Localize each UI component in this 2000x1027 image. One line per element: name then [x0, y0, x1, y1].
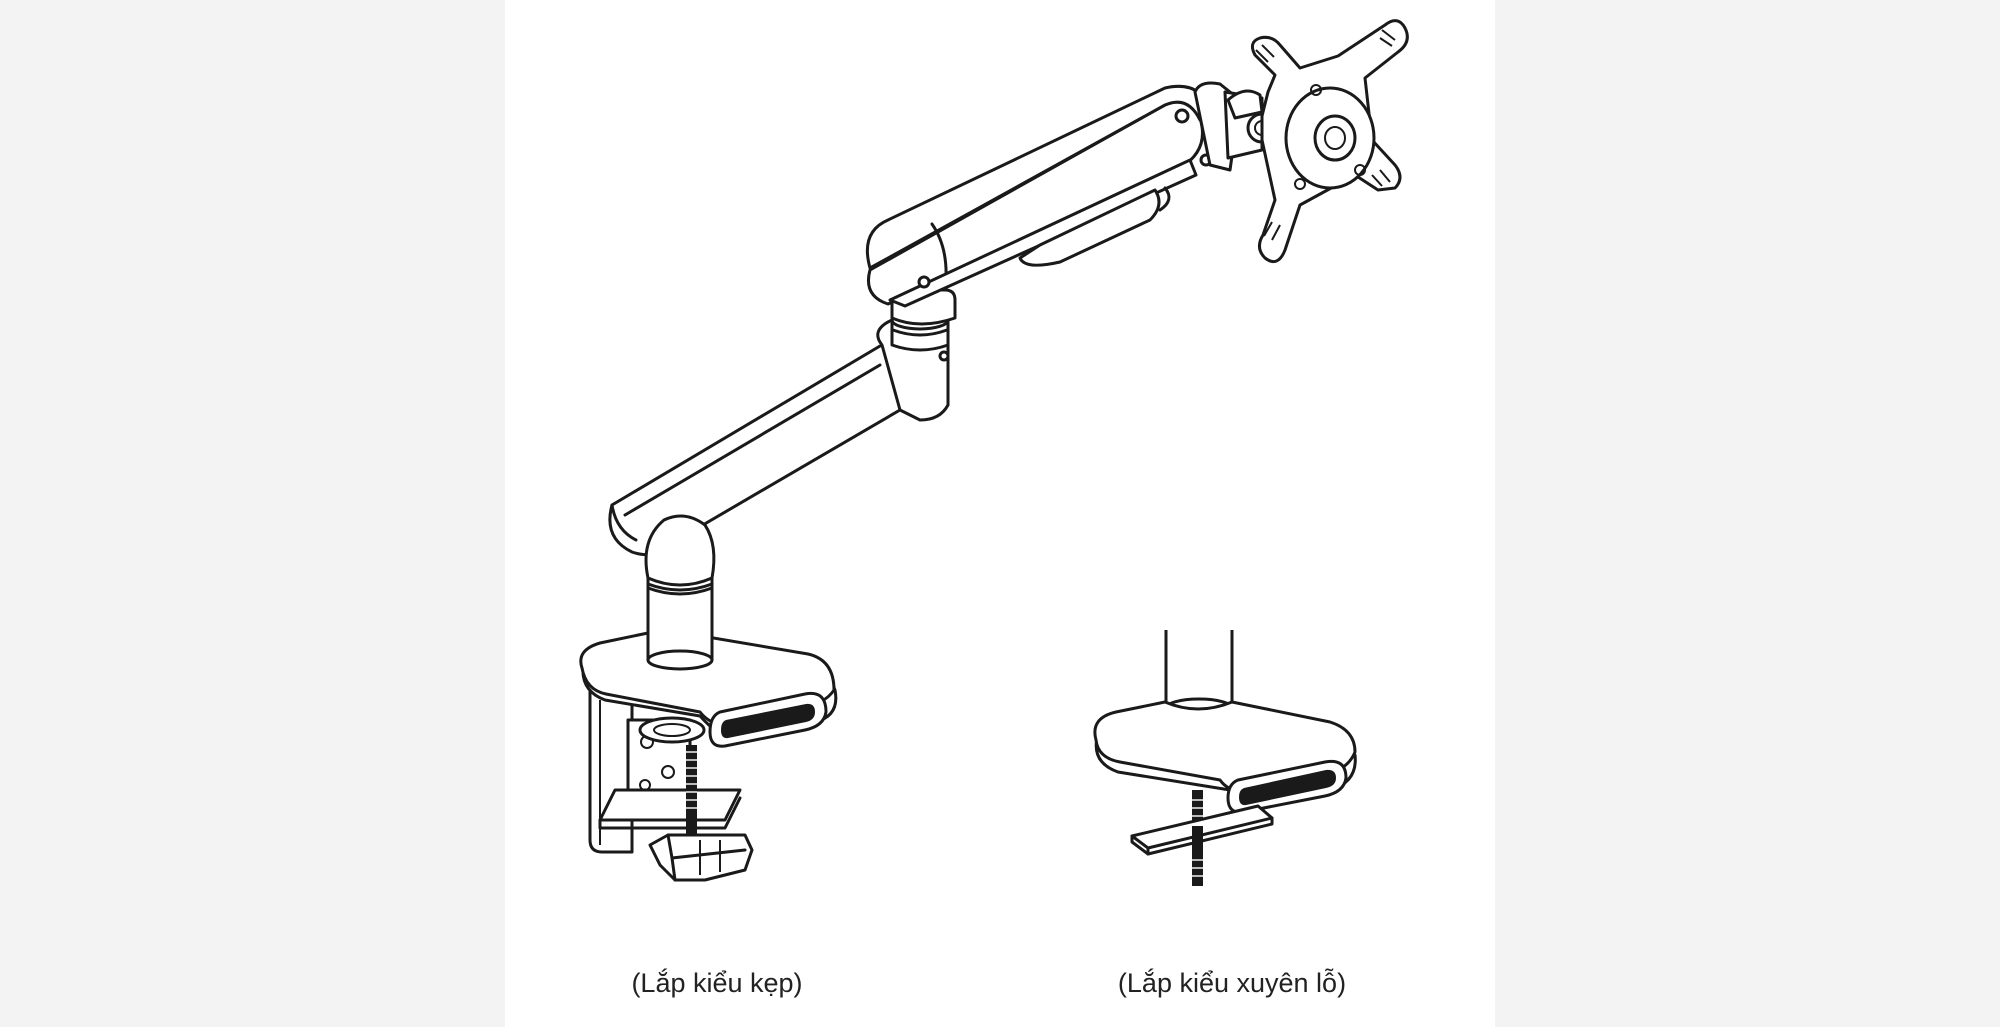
grommet-bolt: [1130, 790, 1274, 886]
grommet-mount-assembly: [1093, 630, 1357, 886]
clamp-base-plate: [579, 629, 838, 748]
grommet-mount-caption: (Lắp kiểu xuyên lỗ): [1117, 968, 1347, 998]
clamp-screw: [686, 745, 697, 845]
clamp-mount-assembly: [579, 19, 1409, 882]
grommet-base-plate: [1093, 700, 1357, 814]
tilt-head: [1193, 81, 1278, 172]
vesa-mount-plate: [1250, 19, 1409, 264]
lower-arm: [608, 342, 926, 587]
arm-post: [646, 574, 714, 671]
clamp-mount-caption: (Lắp kiểu kẹp): [631, 968, 803, 998]
upper-arm: [865, 84, 1213, 308]
c-clamp-bracket: [588, 688, 754, 882]
